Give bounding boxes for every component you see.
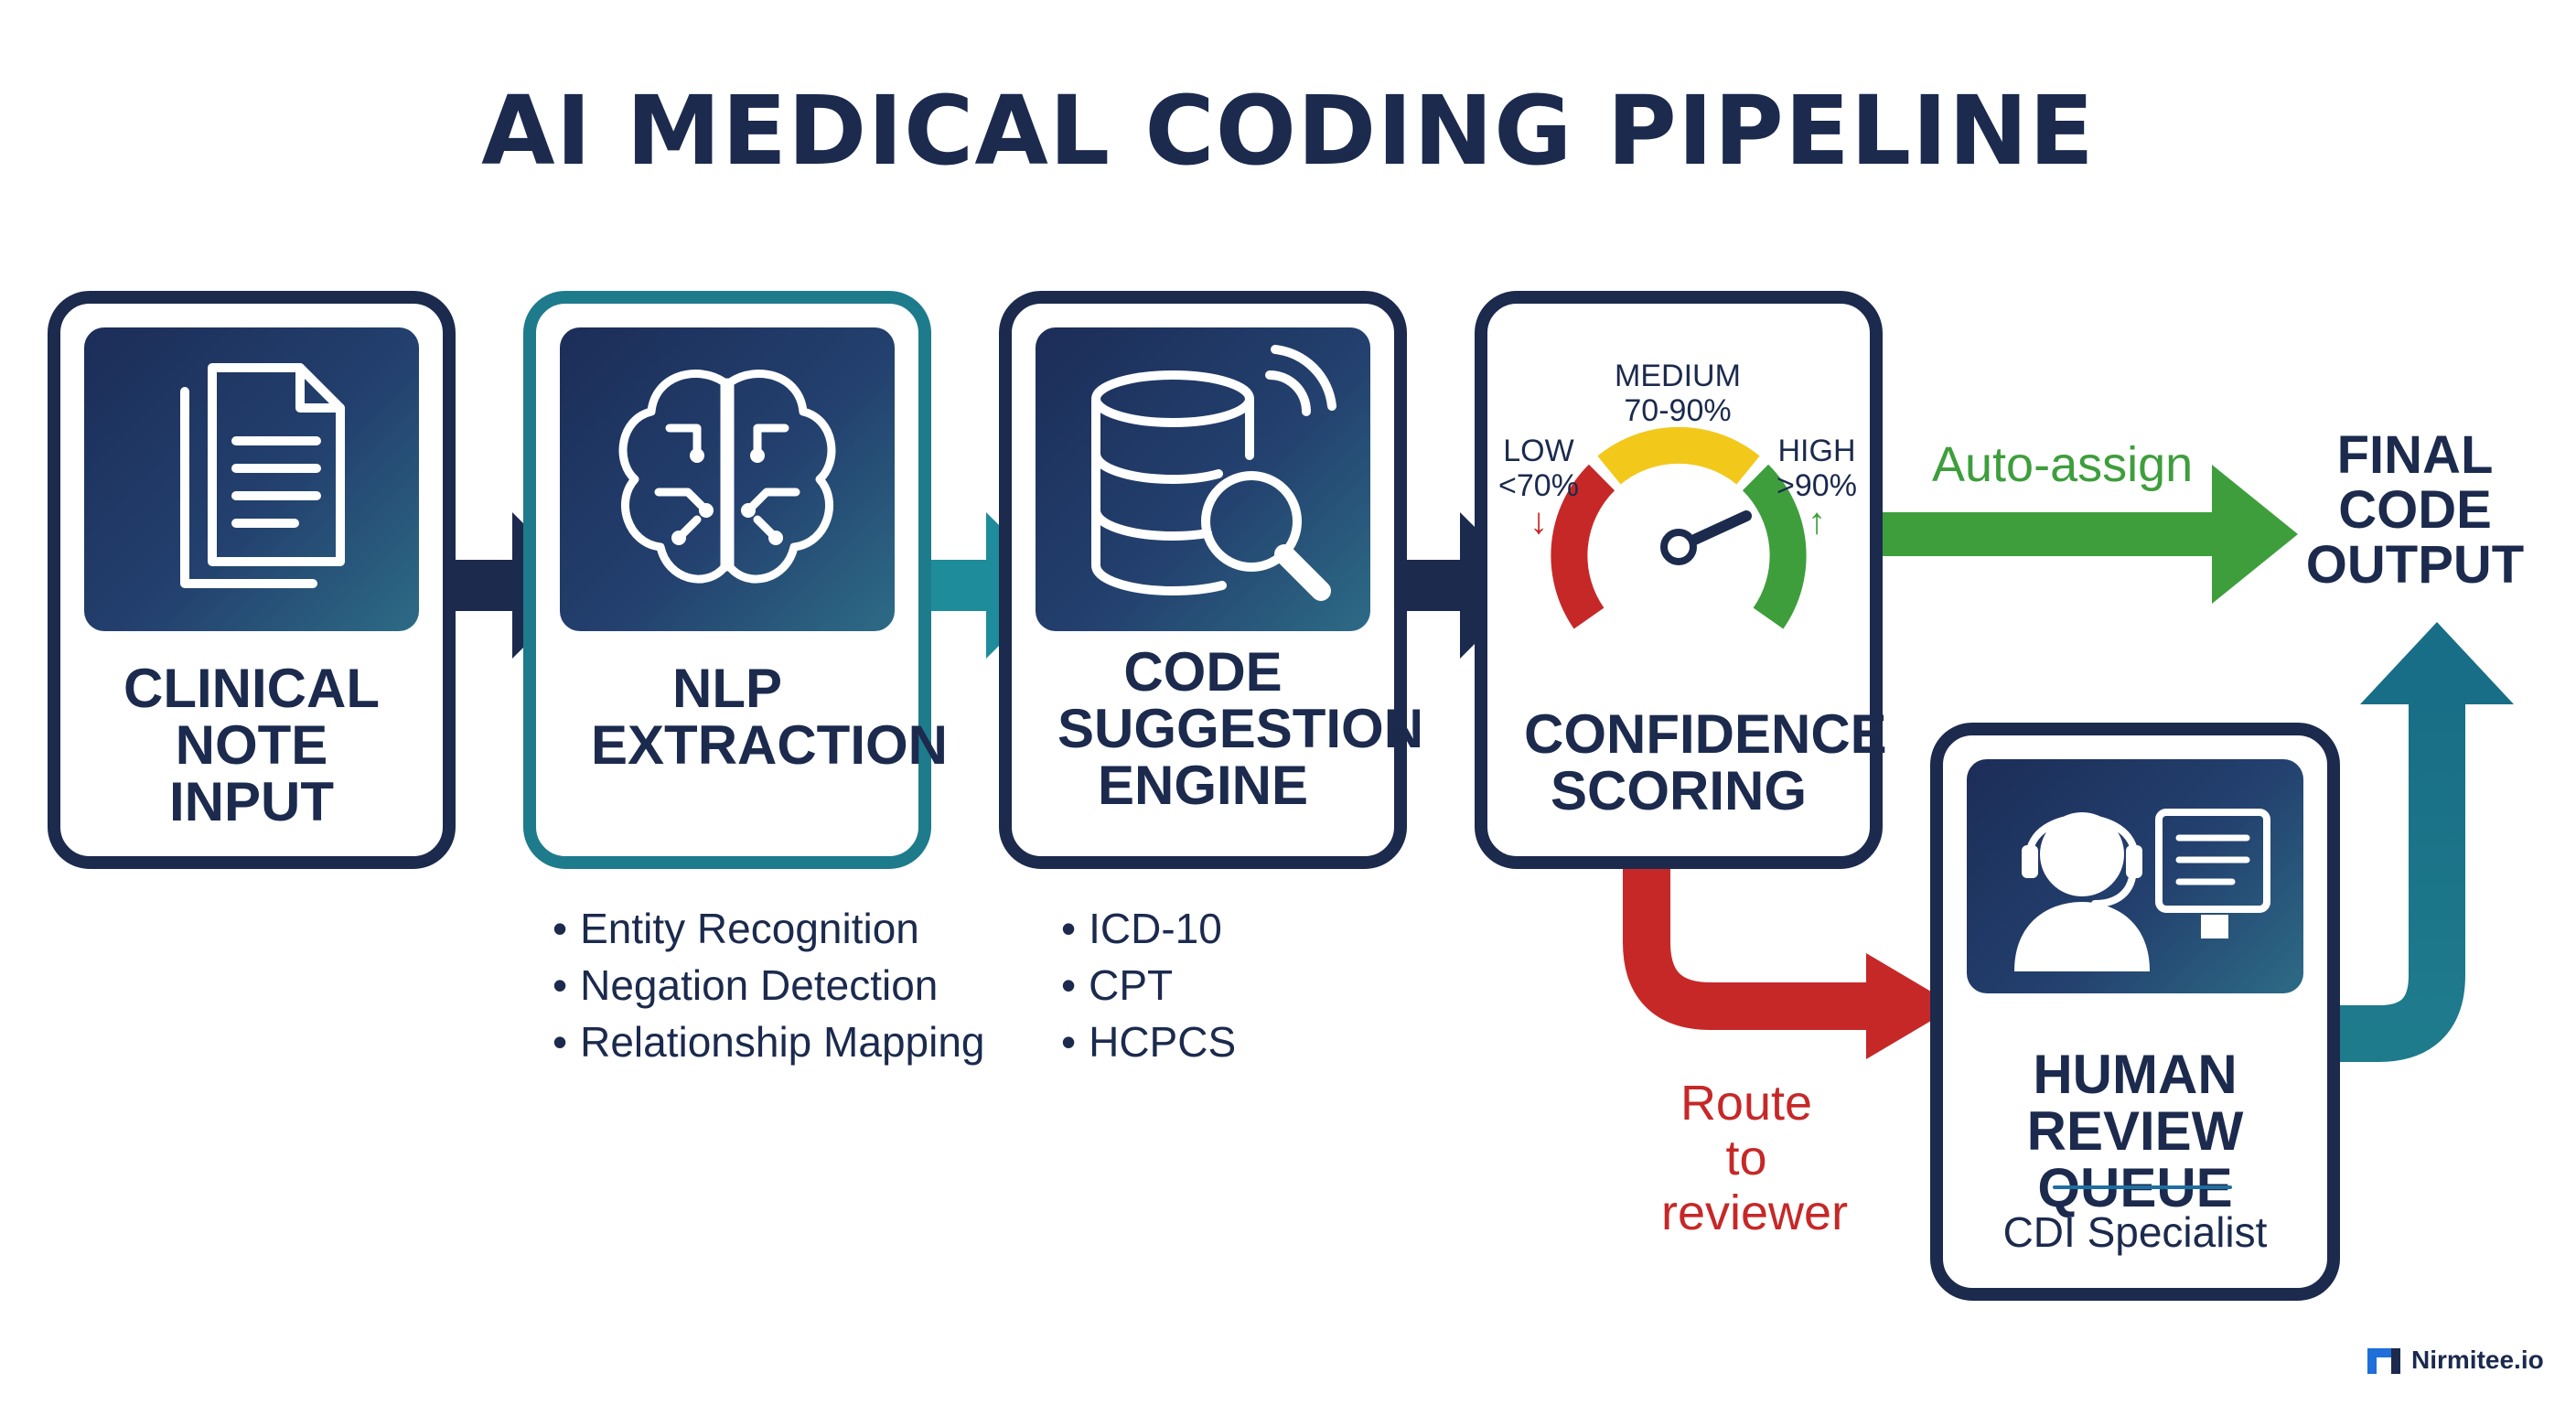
brand-logo: Nirmitee.io (2366, 1345, 2544, 1376)
arrow-down-icon: ↓ (1530, 501, 1548, 542)
list-item: HCPCS (1061, 1014, 1236, 1070)
arrow-up-icon: ↑ (1808, 501, 1826, 542)
step-label: CODE SUGGESTION ENGINE (1057, 641, 1424, 816)
route-arrow (1623, 869, 1875, 1030)
page-title: AI MEDICAL CODING PIPELINE (481, 75, 2095, 187)
list-item: Entity Recognition (553, 900, 985, 957)
list-item: CPT (1061, 957, 1236, 1014)
code-bullet-list: ICD-10 CPT HCPCS (1061, 900, 1236, 1070)
card-code-suggestion-engine: CODE SUGGESTION ENGINE (999, 291, 1424, 869)
review-title: HUMAN REVIEW QUEUE (2026, 1044, 2244, 1218)
gauge-high-arc (1742, 464, 1807, 629)
database-search-icon (1036, 327, 1370, 631)
gauge-medium-label: MEDIUM 70-90% (1615, 359, 1741, 428)
arrow-3 (1398, 512, 1533, 659)
brain-circuit-icon (560, 327, 895, 631)
card-clinical-note-input: CLINICAL NOTE INPUT (48, 291, 456, 869)
card-nlp-extraction: NLP EXTRACTION (523, 291, 948, 869)
auto-assign-label: Auto-assign (1932, 437, 2194, 492)
list-item: Relationship Mapping (553, 1014, 984, 1070)
gauge-icon (1551, 426, 1807, 629)
step-label: CONFIDENCE SCORING (1524, 703, 1887, 821)
list-item: Negation Detection (553, 957, 985, 1014)
divider (2053, 1185, 2232, 1189)
reviewer-headset-icon (1967, 759, 2303, 993)
gauge-low-arc (1551, 464, 1615, 629)
final-arrow-head (2360, 622, 2514, 704)
card-confidence-scoring: CONFIDENCE SCORING (1475, 291, 1887, 869)
route-to-reviewer-label: Route to reviewer (1661, 1076, 1849, 1240)
step-label: CLINICAL NOTE INPUT (123, 658, 380, 832)
review-subtitle: CDI Specialist (2002, 1208, 2268, 1256)
brand-name: Nirmitee.io (2411, 1346, 2544, 1374)
nirmitee-logo-icon (2367, 1348, 2400, 1374)
list-item: ICD-10 (1061, 900, 1236, 957)
arrow-1 (450, 512, 585, 659)
card-human-review-queue: HUMAN REVIEW QUEUE CDI Specialist (1930, 723, 2340, 1301)
final-code-output-label: FINAL CODE OUTPUT (2305, 425, 2525, 595)
gauge-high-label: HIGH >90% ↑ (1771, 434, 1862, 540)
nlp-bullet-list: Entity Recognition Negation Detection Re… (553, 900, 985, 1070)
gauge-medium-arc (1597, 426, 1760, 485)
route-arrow-head (1866, 953, 1956, 1059)
document-icon (84, 327, 419, 631)
auto-assign-arrow (1868, 465, 2298, 604)
step-label: NLP EXTRACTION (591, 658, 948, 776)
final-arrow (2338, 695, 2465, 1062)
arrow-2 (924, 512, 1059, 659)
gauge-low-label: LOW <70% ↓ (1493, 434, 1584, 540)
